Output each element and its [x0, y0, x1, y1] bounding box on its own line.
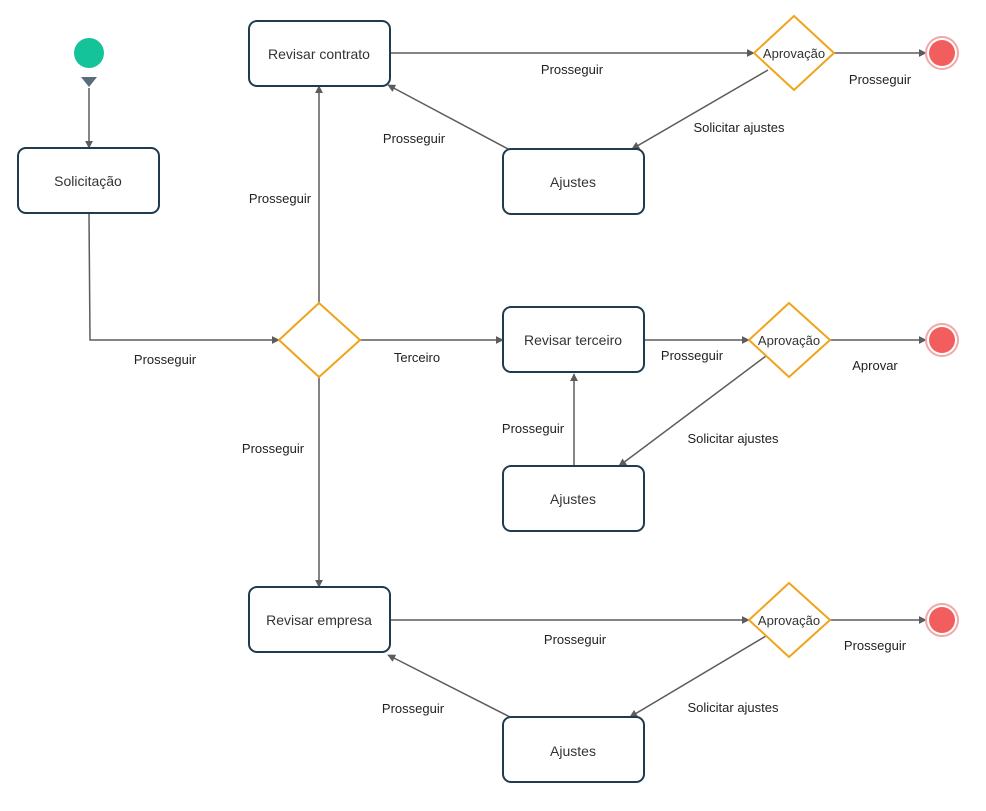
- start-node: [74, 38, 104, 68]
- label-revisar-empresa: Revisar empresa: [266, 612, 372, 628]
- edge-label-ajustes-empresa-to-revisar: Prosseguir: [382, 701, 445, 716]
- label-ajustes-contrato: Ajustes: [550, 174, 596, 190]
- aprovacao-empresa-diamond[interactable]: [747, 581, 832, 659]
- edge-aprovacao-contrato-to-ajustes: [631, 69, 769, 150]
- edge-label-aprovacao-contrato-to-end: Prosseguir: [849, 72, 912, 87]
- edge-ajustes-contrato-to-revisar: [387, 84, 511, 151]
- edge-solicitacao-to-decision: [88, 213, 280, 344]
- edge-label-empresa-to-aprovacao: Prosseguir: [544, 632, 607, 647]
- aprovacao-terceiro-diamond[interactable]: [747, 301, 832, 379]
- edge-label-aprovacao-contrato-to-ajustes: Solicitar ajustes: [693, 120, 785, 135]
- edge-label-aprovacao-terceiro-to-ajustes: Solicitar ajustes: [687, 431, 779, 446]
- start-chevron-icon: [81, 77, 97, 87]
- edge-label-ajustes-contrato-to-revisar: Prosseguir: [383, 131, 446, 146]
- end-node-terceiro: [925, 323, 959, 357]
- aprovacao-contrato-diamond[interactable]: [752, 14, 836, 92]
- edge-label-decision-to-empresa: Prosseguir: [242, 441, 305, 456]
- edge-label-aprovacao-empresa-to-end: Prosseguir: [844, 638, 907, 653]
- box-ajustes-contrato[interactable]: [502, 148, 645, 215]
- label-aprovacao-terceiro: Aprovação: [758, 333, 820, 348]
- box-solicitacao[interactable]: [17, 147, 160, 214]
- label-solicitacao: Solicitação: [54, 173, 122, 189]
- decision-diamond[interactable]: [277, 301, 362, 379]
- edge-label-aprovacao-terceiro-to-end: Aprovar: [852, 358, 898, 373]
- label-ajustes-terceiro: Ajustes: [550, 491, 596, 507]
- box-revisar-terceiro[interactable]: [502, 306, 645, 373]
- edge-label-ajustes-terceiro-to-revisar: Prosseguir: [502, 421, 565, 436]
- edge-label-decision-to-terceiro: Terceiro: [394, 350, 440, 365]
- edge-label-terceiro-to-aprovacao: Prosseguir: [661, 348, 724, 363]
- edge-aprovacao-terceiro-to-ajustes: [618, 355, 767, 467]
- label-ajustes-empresa: Ajustes: [550, 743, 596, 759]
- box-revisar-empresa[interactable]: [248, 586, 391, 653]
- label-revisar-terceiro: Revisar terceiro: [524, 332, 622, 348]
- label-aprovacao-contrato: Aprovação: [763, 46, 825, 61]
- edge-label-decision-to-contrato: Prosseguir: [249, 191, 312, 206]
- label-aprovacao-empresa: Aprovação: [758, 613, 820, 628]
- edge-aprovacao-empresa-to-ajustes: [629, 635, 767, 718]
- box-revisar-contrato[interactable]: [248, 20, 391, 87]
- end-node-contrato: [925, 36, 959, 70]
- edge-ajustes-empresa-to-revisar: [387, 654, 511, 718]
- end-node-empresa: [925, 603, 959, 637]
- edge-label-aprovacao-empresa-to-ajustes: Solicitar ajustes: [687, 700, 779, 715]
- label-revisar-contrato: Revisar contrato: [268, 46, 370, 62]
- edge-label-solicitacao-to-decision: Prosseguir: [134, 352, 197, 367]
- edge-label-contrato-to-aprovacao: Prosseguir: [541, 62, 604, 77]
- box-ajustes-terceiro[interactable]: [502, 465, 645, 532]
- box-ajustes-empresa[interactable]: [502, 716, 645, 783]
